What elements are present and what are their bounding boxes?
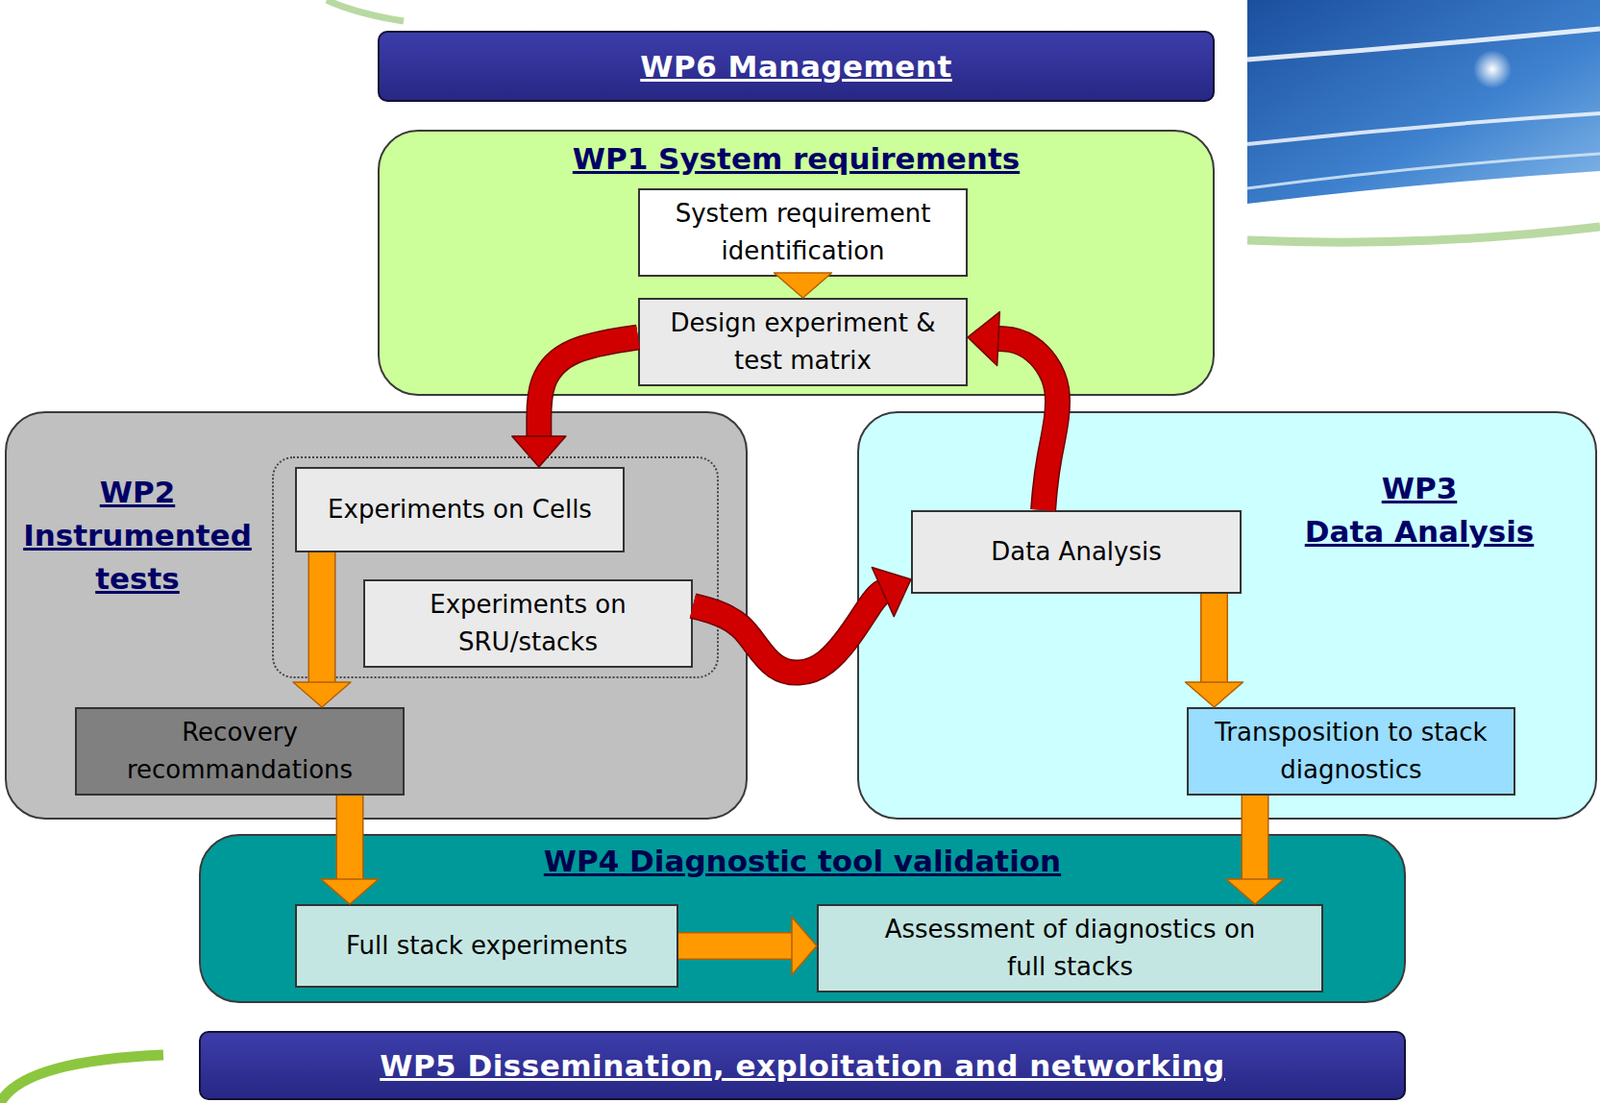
arrow-outline (788, 272, 817, 277)
heading-text: WP1 System requirements (379, 137, 1213, 181)
arrow-shaft (1242, 795, 1268, 880)
work-package-panel: Full stack experiments Assessment of diag… (198, 834, 1406, 1004)
process-box: System requirement identification (638, 188, 968, 277)
title-band: WP6 Management (377, 30, 1215, 102)
arrow-outline (692, 591, 884, 673)
arrow-shaft (1202, 593, 1228, 683)
work-package-panel: Experiments on CellsExperiments on SRU/s… (4, 411, 748, 820)
arrow-shaft (998, 339, 1059, 511)
process-box: Design experiment & test matrix (638, 297, 968, 387)
flow-arrow (512, 337, 639, 468)
arrow-head (791, 917, 817, 976)
swoosh-streak (1247, 153, 1600, 189)
arrow-head (320, 879, 379, 905)
box-label: Experiments on Cells (327, 491, 592, 529)
arrow-shaft (337, 795, 363, 880)
arrow-outline (678, 932, 792, 960)
arrow-head (1185, 682, 1244, 708)
box-label: Recovery recommandations (84, 713, 395, 789)
swoosh-line (0, 1055, 164, 1103)
box-label: System requirement identification (647, 195, 959, 271)
arrow-head (512, 436, 567, 468)
title-band: WP5 Dissemination, exploitation and netw… (198, 1031, 1406, 1101)
process-box: Transposition to stack diagnostics (1186, 707, 1516, 796)
glow-dot (1473, 49, 1512, 89)
flow-arrow (774, 272, 833, 298)
arrow-shaft (678, 934, 792, 960)
arrow-head (871, 567, 911, 617)
arrow-outline (1200, 593, 1229, 683)
arrow-head (774, 272, 833, 298)
arrow-shaft (692, 591, 884, 673)
arrow-outline (1241, 795, 1270, 880)
flow-arrow (692, 567, 911, 674)
flow-arrow (293, 552, 351, 708)
box-label: Assessment of diagnostics on full stacks (863, 910, 1278, 986)
arrow-shaft (539, 337, 639, 437)
swoosh-line (1247, 226, 1600, 243)
heading-text: WP2 Instrumented tests (8, 470, 267, 601)
arrow-outline (998, 339, 1059, 511)
process-box: Assessment of diagnostics on full stacks (816, 904, 1324, 993)
process-box: Recovery recommandations (74, 707, 405, 796)
swoosh-streak (1247, 28, 1600, 60)
heading-text: WP5 Dissemination, exploitation and netw… (379, 1048, 1226, 1084)
box-label: Transposition to stack diagnostics (1196, 713, 1506, 789)
box-label: Design experiment & test matrix (647, 304, 959, 380)
box-label: Experiments on SRU/stacks (372, 586, 684, 662)
process-box: Full stack experiments (295, 904, 679, 988)
flow-arrow (967, 312, 1059, 511)
heading-text: WP4 Diagnostic tool validation (200, 839, 1404, 884)
arrow-outline (336, 795, 365, 880)
process-box: Data Analysis (910, 510, 1242, 594)
arrow-shaft (309, 552, 335, 683)
flow-arrow (1226, 795, 1284, 905)
arrow-outline (539, 337, 639, 437)
swoosh (1247, 0, 1600, 204)
box-label: Full stack experiments (345, 927, 628, 965)
work-package-panel: System requirement identificationDesign … (377, 129, 1215, 396)
flow-arrow (678, 917, 817, 976)
box-label: Data Analysis (990, 533, 1161, 571)
swoosh-streak (1247, 113, 1600, 145)
process-box: Experiments on Cells (295, 467, 625, 553)
arrow-shaft (790, 272, 816, 277)
arrow-head (293, 682, 351, 708)
work-package-panel: Data AnalysisTransposition to stack diag… (857, 411, 1598, 820)
process-box: Experiments on SRU/stacks (363, 579, 693, 668)
heading-text: WP6 Management (640, 49, 952, 84)
heading-text: WP3Data Analysis (1260, 467, 1578, 554)
swoosh-line (326, 0, 404, 22)
flow-arrow (320, 795, 379, 905)
arrow-head (1226, 879, 1284, 905)
flow-arrow (1185, 593, 1244, 708)
arrow-head (967, 312, 1000, 367)
arrow-outline (308, 552, 337, 683)
